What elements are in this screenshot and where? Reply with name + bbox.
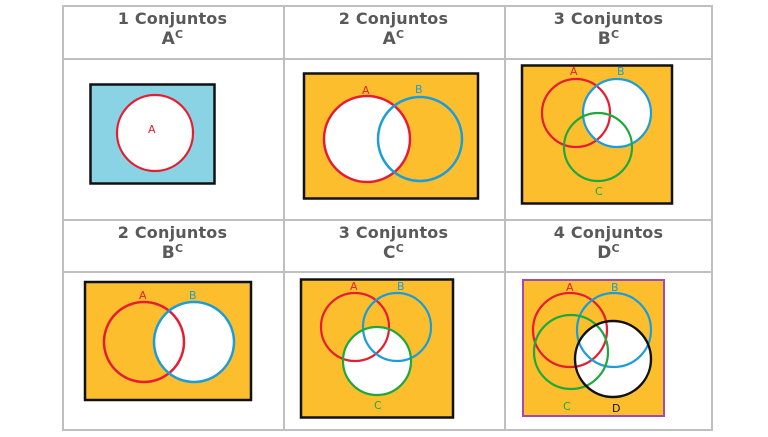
set-b-label: B (397, 280, 405, 293)
set-a-label: A (139, 289, 147, 302)
header-title: 4 Conjuntos (553, 223, 664, 242)
set-d-label: D (612, 402, 620, 415)
set-a-fill (324, 96, 410, 182)
set-c-fill (343, 327, 411, 395)
header-set: AC (382, 28, 405, 49)
set-b-fill (583, 79, 651, 147)
set-a-circle (115, 93, 195, 173)
set-d-circle (573, 319, 653, 399)
set-a-circle (319, 291, 391, 363)
header-cell-1: 1 Conjuntos AC (62, 8, 283, 50)
venn-3-sets-b-complement: A B C (520, 64, 674, 205)
row-divider (64, 271, 711, 273)
set-a-label: A (570, 65, 578, 78)
header-set: CC (383, 242, 404, 263)
set-c-label: C (563, 400, 571, 413)
set-d-fill (575, 321, 651, 397)
header-set: DC (597, 242, 620, 263)
set-b-label: B (415, 83, 423, 96)
set-a-circle (540, 77, 612, 149)
column-divider (504, 7, 506, 429)
header-set: AC (161, 28, 184, 49)
set-c-circle (341, 325, 413, 397)
column-divider (283, 7, 285, 429)
header-set: BC (597, 28, 620, 49)
row-divider (64, 58, 711, 60)
header-title: 2 Conjuntos (338, 9, 449, 28)
header-cell-2: 2 Conjuntos AC (283, 8, 504, 50)
set-b-label: B (189, 289, 197, 302)
venn-1-set-a-complement: A (89, 83, 216, 185)
venn-4-sets-d-complement: A B C D (522, 279, 665, 417)
venn-2-sets-b-complement: A B (83, 280, 253, 402)
set-b-fill (154, 302, 234, 382)
set-b-label: B (617, 65, 625, 78)
header-cell-3: 3 Conjuntos BC (504, 8, 713, 50)
set-b-circle (152, 300, 236, 384)
set-a-circle (102, 300, 186, 384)
header-title: 3 Conjuntos (338, 223, 449, 242)
venn-3-sets-c-complement: A B C (299, 278, 455, 419)
set-a-label: A (362, 84, 370, 97)
set-a-label: A (148, 123, 156, 136)
header-cell-5: 3 Conjuntos CC (283, 222, 504, 264)
header-cell-6: 4 Conjuntos DC (504, 222, 713, 264)
venn-complement-table (62, 5, 713, 431)
set-c-label: C (374, 399, 382, 412)
set-b-circle (361, 291, 433, 363)
row-divider (64, 219, 711, 221)
set-a-label: A (566, 281, 574, 294)
header-title: 2 Conjuntos (117, 223, 228, 242)
set-b-circle (376, 95, 464, 183)
header-cell-4: 2 Conjuntos BC (62, 222, 283, 264)
set-b-label: B (611, 281, 619, 294)
set-b-circle (575, 291, 653, 369)
header-title: 1 Conjuntos (117, 9, 228, 28)
header-set: BC (161, 242, 184, 263)
set-c-circle (532, 313, 610, 391)
set-b-circle (581, 77, 653, 149)
header-title: 3 Conjuntos (553, 9, 664, 28)
venn-2-sets-a-complement: A B (302, 72, 480, 200)
set-c-circle (562, 111, 634, 183)
set-a-circle (322, 94, 412, 184)
set-a-circle (531, 291, 609, 369)
set-c-label: C (595, 185, 603, 198)
set-a-label: A (350, 280, 358, 293)
